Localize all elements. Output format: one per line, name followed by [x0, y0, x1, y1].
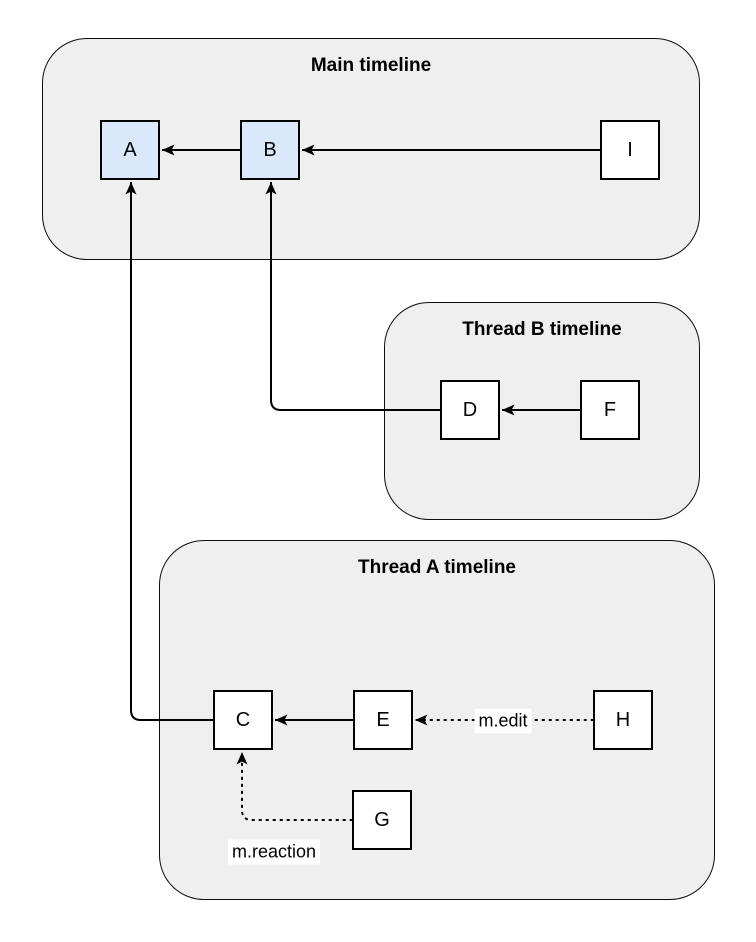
edge-label-m-edit: m.edit	[474, 708, 532, 734]
node-C: C	[213, 690, 273, 750]
thread-a-timeline-title: Thread A timeline	[357, 557, 516, 578]
node-G: G	[352, 790, 412, 850]
thread-b-timeline-title: Thread B timeline	[462, 319, 622, 340]
node-E: E	[353, 690, 413, 750]
node-D: D	[440, 380, 500, 440]
node-F: F	[580, 380, 640, 440]
node-H: H	[593, 690, 653, 750]
container-thread-b-timeline: Thread B timeline	[384, 302, 700, 520]
node-B: B	[240, 120, 300, 180]
main-timeline-title: Main timeline	[310, 55, 432, 76]
node-A: A	[100, 120, 160, 180]
node-I: I	[600, 120, 660, 180]
edge-label-m-reaction: m.reaction	[227, 839, 321, 865]
